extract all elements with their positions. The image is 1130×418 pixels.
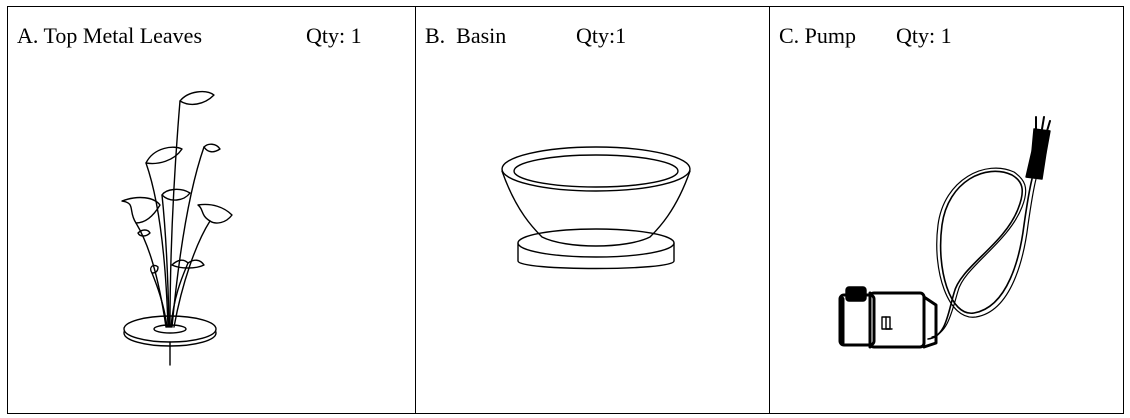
parts-table: A. Top Metal Leaves Qty: 1 (7, 6, 1124, 414)
part-c-name: C. Pump (779, 23, 857, 48)
part-a-name: A. Top Metal Leaves (17, 23, 203, 48)
part-c-qty: Qty: 1 (896, 23, 952, 48)
parts-row: A. Top Metal Leaves Qty: 1 (7, 6, 1124, 414)
basin-drawing-icon (501, 146, 691, 270)
pump-drawing-icon (838, 116, 1051, 349)
part-b-name: B. Basin (425, 23, 507, 48)
part-cell-c: C. Pump Qty: 1 (769, 6, 1124, 414)
metal-leaves-drawing-icon (121, 90, 233, 366)
part-cell-b: B. Basin Qty:1 (415, 6, 770, 414)
part-a-qty: Qty: 1 (306, 23, 362, 48)
part-cell-a: A. Top Metal Leaves Qty: 1 (7, 6, 416, 414)
part-b-qty: Qty:1 (576, 23, 627, 48)
